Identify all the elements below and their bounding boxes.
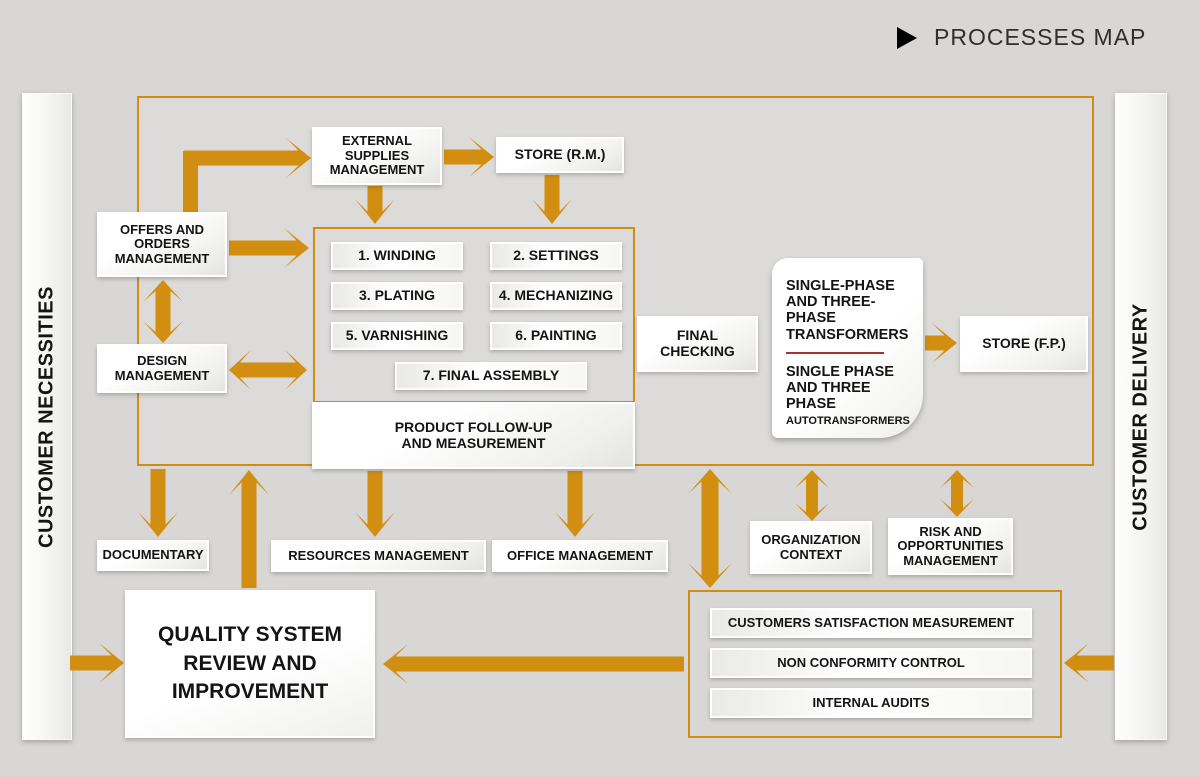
node-step-mechanizing: 4. MECHANIZING — [490, 282, 622, 310]
page-title: PROCESSES MAP — [897, 24, 1146, 51]
flow-arrow — [532, 175, 572, 224]
node-organization-context: ORGANIZATION CONTEXT — [750, 521, 872, 574]
node-product-followup-measurement: PRODUCT FOLLOW-UP AND MEASUREMENT — [312, 402, 635, 469]
flow-arrow — [229, 350, 307, 390]
flow-arrow — [940, 470, 974, 517]
red-divider — [786, 351, 884, 354]
node-offers-orders-management: OFFERS AND ORDERS MANAGEMENT — [97, 212, 227, 277]
flow-arrow — [70, 643, 124, 683]
flow-arrow — [925, 323, 957, 363]
node-external-supplies-management: EXTERNAL SUPPLIES MANAGEMENT — [312, 127, 442, 185]
node-step-settings: 2. SETTINGS — [490, 242, 622, 270]
node-store-fp: STORE (F.P.) — [960, 316, 1088, 372]
node-resources-management: RESOURCES MANAGEMENT — [271, 540, 486, 572]
flow-arrow — [555, 471, 595, 537]
node-step-painting: 6. PAINTING — [490, 322, 622, 350]
node-step-final-assembly: 7. FINAL ASSEMBLY — [395, 362, 587, 390]
flow-arrow — [184, 138, 311, 178]
node-risk-opportunities-management: RISK AND OPPORTUNITIES MANAGEMENT — [888, 518, 1013, 575]
flow-arrow — [383, 644, 684, 684]
node-final-checking: FINAL CHECKING — [637, 316, 758, 372]
title-triangle-icon — [897, 26, 917, 49]
flow-arrow — [138, 469, 178, 537]
flow-arrow — [355, 471, 395, 537]
node-step-winding: 1. WINDING — [331, 242, 463, 270]
customer-delivery-bar: CUSTOMER DELIVERY — [1115, 93, 1167, 740]
node-office-management: OFFICE MANAGEMENT — [492, 540, 668, 572]
transformers-note: SINGLE-PHASE AND THREE- PHASE TRANSFORME… — [772, 258, 923, 438]
node-design-management: DESIGN MANAGEMENT — [97, 344, 227, 393]
flow-arrow — [355, 186, 395, 224]
flow-arrow — [1064, 643, 1114, 683]
flow-arrow — [688, 469, 732, 588]
flow-arrow — [795, 470, 829, 521]
page-title-label: PROCESSES MAP — [934, 24, 1147, 50]
flow-arrow — [444, 137, 494, 177]
flow-arrow — [229, 228, 309, 268]
node-documentary: DOCUMENTARY — [97, 540, 209, 571]
node-internal-audits: INTERNAL AUDITS — [710, 688, 1032, 718]
node-step-varnishing: 5. VARNISHING — [331, 322, 463, 350]
node-non-conformity-control: NON CONFORMITY CONTROL — [710, 648, 1032, 678]
flow-arrow — [229, 470, 269, 588]
audit-frame — [688, 590, 1062, 738]
node-customers-satisfaction-measurement: CUSTOMERS SATISFACTION MEASUREMENT — [710, 608, 1032, 638]
customer-necessities-bar: CUSTOMER NECESSITIES — [22, 93, 72, 740]
node-store-rm: STORE (R.M.) — [496, 137, 624, 173]
node-step-plating: 3. PLATING — [331, 282, 463, 310]
transformers-note-primary-text: SINGLE-PHASE AND THREE- PHASE TRANSFORME… — [786, 278, 909, 343]
flow-arrow — [183, 151, 198, 214]
transformers-note-secondary-text: SINGLE PHASE AND THREE PHASE — [786, 363, 894, 413]
transformers-note-small-text: AUTOTRANSFORMERS — [786, 414, 910, 427]
flow-arrow — [143, 280, 183, 343]
node-quality-system-review: QUALITY SYSTEM REVIEW AND IMPROVEMENT — [125, 590, 375, 738]
